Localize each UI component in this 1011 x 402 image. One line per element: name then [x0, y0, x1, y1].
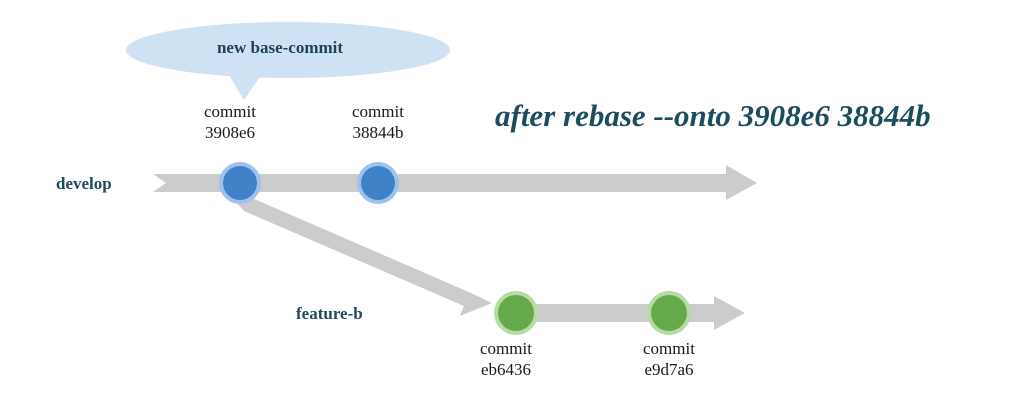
commit-label-hash: e9d7a6: [644, 360, 694, 379]
commit-label-line1: commit: [204, 102, 256, 121]
commit-label-eb6436: commit eb6436: [446, 338, 566, 380]
branch-label-feature-b: feature-b: [296, 304, 363, 323]
commit-label-line1: commit: [352, 102, 404, 121]
commit-label-3908e6: commit 3908e6: [170, 101, 290, 143]
callout-ellipse: [126, 22, 450, 78]
feature-branch-arrow: [508, 296, 745, 330]
develop-branch-arrow: [153, 165, 757, 200]
diagram-title: after rebase --onto 3908e6 38844b: [495, 98, 931, 133]
commit-label-38844b: commit 38844b: [318, 101, 438, 143]
commit-label-e9d7a6: commit e9d7a6: [609, 338, 729, 380]
commit-label-line1: commit: [480, 339, 532, 358]
commit-label-line1: commit: [643, 339, 695, 358]
commit-label-hash: 38844b: [352, 123, 404, 142]
commit-label-hash: 3908e6: [204, 123, 256, 142]
commit-node-eb6436[interactable]: [494, 291, 538, 335]
commit-node-3908e6[interactable]: [219, 162, 261, 204]
callout-bubble: [126, 22, 450, 100]
callout-tail: [226, 70, 262, 100]
rebase-diagonal-arrow: [230, 182, 492, 316]
commit-node-e9d7a6[interactable]: [647, 291, 691, 335]
commit-label-hash: eb6436: [480, 360, 532, 379]
commit-node-38844b[interactable]: [357, 162, 399, 204]
branch-label-develop: develop: [56, 174, 112, 193]
callout-label: new base-commit: [216, 38, 344, 57]
